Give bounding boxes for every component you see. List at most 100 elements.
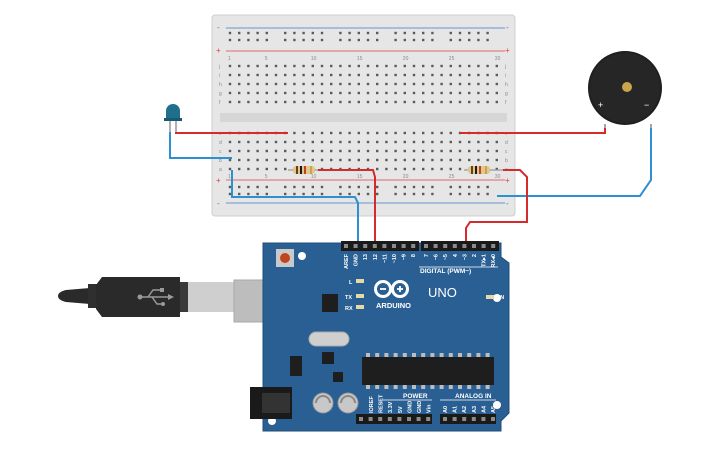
terminal-hole[interactable] xyxy=(440,82,443,86)
rail-hole[interactable] xyxy=(311,185,314,189)
rail-hole[interactable] xyxy=(348,31,351,35)
terminal-hole[interactable] xyxy=(274,91,278,95)
terminal-hole[interactable] xyxy=(302,158,305,162)
terminal-hole[interactable] xyxy=(247,149,250,153)
terminal-hole[interactable] xyxy=(412,100,416,104)
rail-hole[interactable] xyxy=(458,185,462,189)
terminal-hole[interactable] xyxy=(330,158,333,162)
rail-hole[interactable] xyxy=(339,31,342,35)
terminal-hole[interactable] xyxy=(293,140,296,144)
terminal-hole[interactable] xyxy=(376,158,379,162)
rail-hole[interactable] xyxy=(293,192,296,196)
terminal-hole[interactable] xyxy=(311,140,314,144)
terminal-hole[interactable] xyxy=(431,131,434,135)
terminal-hole[interactable] xyxy=(238,73,241,77)
header-pin[interactable] xyxy=(378,417,383,421)
rail-hole[interactable] xyxy=(357,38,360,42)
header-pin[interactable] xyxy=(397,417,402,421)
terminal-hole[interactable] xyxy=(477,91,480,95)
terminal-hole[interactable] xyxy=(394,82,397,86)
rail-hole[interactable] xyxy=(238,38,241,42)
terminal-hole[interactable] xyxy=(357,82,360,86)
rail-hole[interactable] xyxy=(228,192,232,196)
terminal-hole[interactable] xyxy=(422,158,425,162)
terminal-hole[interactable] xyxy=(339,73,342,77)
terminal-hole[interactable] xyxy=(468,158,471,162)
terminal-hole[interactable] xyxy=(385,73,388,77)
terminal-hole[interactable] xyxy=(495,140,498,144)
rail-hole[interactable] xyxy=(284,31,287,35)
header-pin[interactable] xyxy=(401,244,406,248)
terminal-hole[interactable] xyxy=(440,140,443,144)
header-pin[interactable] xyxy=(392,244,396,248)
terminal-hole[interactable] xyxy=(394,158,397,162)
terminal-hole[interactable] xyxy=(228,158,232,162)
rail-hole[interactable] xyxy=(366,192,370,196)
terminal-hole[interactable] xyxy=(385,64,388,68)
terminal-hole[interactable] xyxy=(265,149,268,153)
rail-hole[interactable] xyxy=(468,185,471,189)
terminal-hole[interactable] xyxy=(274,158,278,162)
terminal-hole[interactable] xyxy=(311,64,314,68)
header-pin[interactable] xyxy=(372,244,377,248)
terminal-hole[interactable] xyxy=(468,64,471,68)
rail-hole[interactable] xyxy=(468,31,471,35)
terminal-hole[interactable] xyxy=(293,91,296,95)
header-pin[interactable] xyxy=(491,417,495,421)
rail-hole[interactable] xyxy=(458,38,462,42)
terminal-hole[interactable] xyxy=(385,140,388,144)
terminal-hole[interactable] xyxy=(449,149,452,153)
rail-hole[interactable] xyxy=(265,38,268,42)
terminal-hole[interactable] xyxy=(412,140,416,144)
terminal-hole[interactable] xyxy=(247,73,250,77)
terminal-hole[interactable] xyxy=(431,82,434,86)
terminal-hole[interactable] xyxy=(431,167,434,171)
terminal-hole[interactable] xyxy=(256,167,259,171)
rail-hole[interactable] xyxy=(293,38,296,42)
terminal-hole[interactable] xyxy=(330,140,333,144)
terminal-hole[interactable] xyxy=(394,100,397,104)
terminal-hole[interactable] xyxy=(311,149,314,153)
terminal-hole[interactable] xyxy=(302,100,305,104)
terminal-hole[interactable] xyxy=(348,158,351,162)
terminal-hole[interactable] xyxy=(403,73,406,77)
terminal-hole[interactable] xyxy=(412,91,416,95)
header-pin[interactable] xyxy=(416,417,421,421)
terminal-hole[interactable] xyxy=(348,64,351,68)
wire-pin3[interactable] xyxy=(465,169,528,246)
terminal-hole[interactable] xyxy=(311,82,314,86)
terminal-hole[interactable] xyxy=(385,100,388,104)
piezo-buzzer[interactable]: + − xyxy=(588,51,662,132)
terminal-hole[interactable] xyxy=(468,82,471,86)
terminal-hole[interactable] xyxy=(403,149,406,153)
terminal-hole[interactable] xyxy=(468,140,471,144)
terminal-hole[interactable] xyxy=(302,73,305,77)
terminal-hole[interactable] xyxy=(284,158,287,162)
terminal-hole[interactable] xyxy=(284,167,287,171)
terminal-hole[interactable] xyxy=(403,131,406,135)
terminal-hole[interactable] xyxy=(339,149,342,153)
rail-hole[interactable] xyxy=(449,192,452,196)
terminal-hole[interactable] xyxy=(431,91,434,95)
terminal-hole[interactable] xyxy=(247,167,250,171)
terminal-hole[interactable] xyxy=(274,82,278,86)
rail-hole[interactable] xyxy=(302,192,305,196)
rail-hole[interactable] xyxy=(431,31,434,35)
terminal-hole[interactable] xyxy=(274,73,278,77)
terminal-hole[interactable] xyxy=(422,167,425,171)
rail-hole[interactable] xyxy=(357,31,360,35)
terminal-hole[interactable] xyxy=(431,100,434,104)
terminal-hole[interactable] xyxy=(265,167,268,171)
terminal-hole[interactable] xyxy=(477,100,480,104)
wire-pin12[interactable] xyxy=(318,169,376,246)
rail-hole[interactable] xyxy=(265,31,268,35)
terminal-hole[interactable] xyxy=(274,149,278,153)
rail-hole[interactable] xyxy=(486,192,489,196)
terminal-hole[interactable] xyxy=(366,64,370,68)
rail-hole[interactable] xyxy=(376,38,379,42)
terminal-hole[interactable] xyxy=(265,82,268,86)
terminal-hole[interactable] xyxy=(495,167,498,171)
terminal-hole[interactable] xyxy=(366,149,370,153)
terminal-hole[interactable] xyxy=(440,167,443,171)
terminal-hole[interactable] xyxy=(256,73,259,77)
